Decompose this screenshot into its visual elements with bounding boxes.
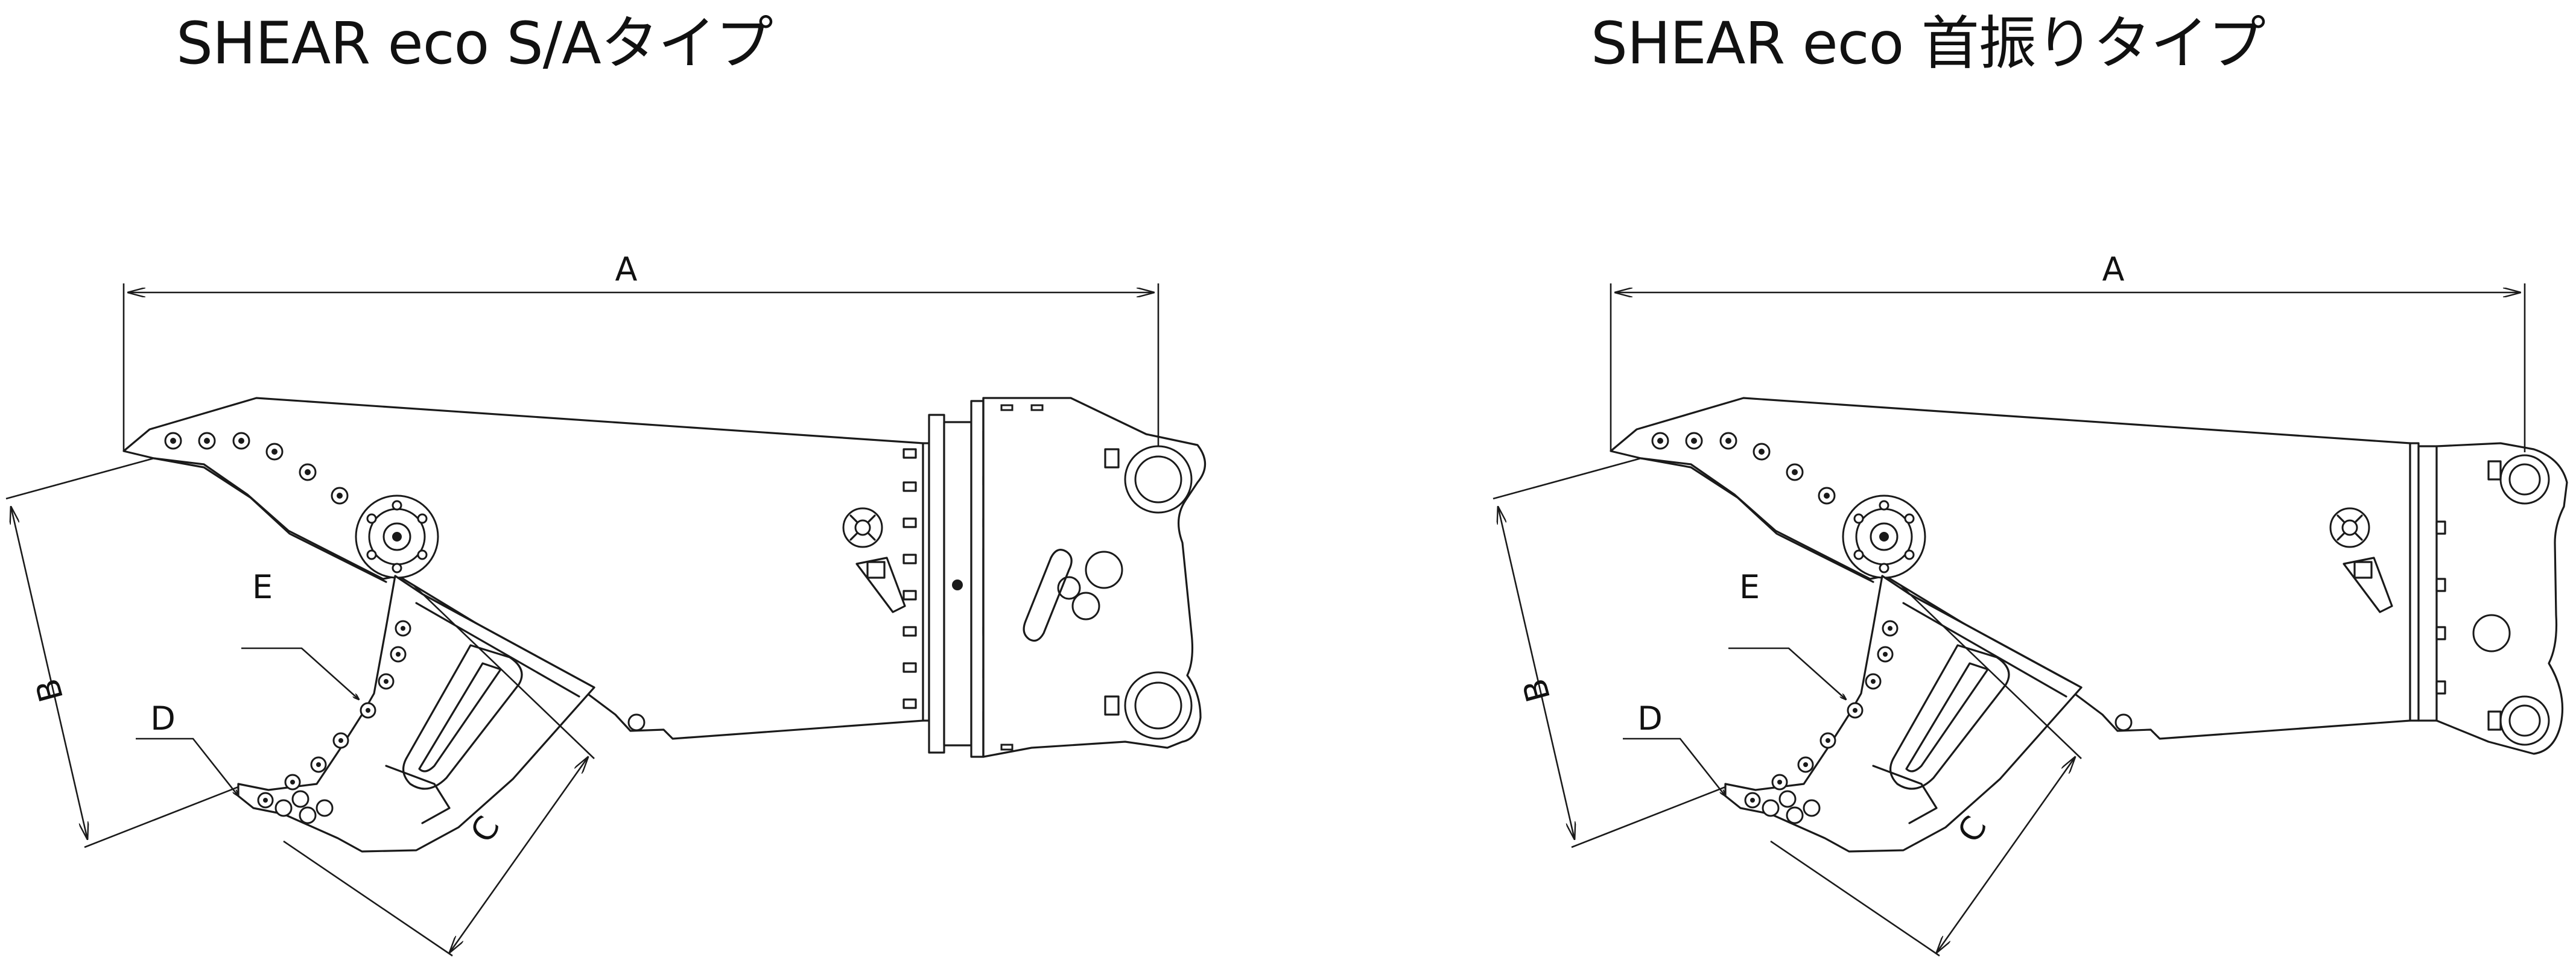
label-a-right: A [2102, 250, 2125, 288]
leader-e-right: E [1728, 568, 1846, 700]
drawing-swivel-type: A B C E D [1493, 250, 2568, 957]
title-swivel-type: SHEAR eco 首振りタイプ [1591, 10, 2266, 77]
leader-d: D [136, 700, 238, 796]
leader-e: E [241, 568, 359, 700]
label-a: A [615, 250, 638, 288]
label-b: B [28, 675, 71, 706]
bracket-plate [982, 397, 1206, 758]
dimension-a-right: A [1610, 250, 2526, 452]
label-b-right: B [1515, 675, 1558, 706]
label-e-right: E [1739, 568, 1760, 606]
fixed-bracket [2409, 442, 2568, 755]
label-d-right: D [1637, 700, 1663, 737]
dimension-b-right: B [1493, 457, 1726, 848]
label-e: E [252, 568, 273, 606]
dimension-a: A [122, 250, 1160, 451]
title-sa-type: SHEAR eco S/Aタイプ [176, 10, 773, 77]
drawing-sa-type: A B C E D [5, 250, 1206, 957]
label-d: D [150, 700, 176, 737]
leader-d-right: D [1623, 700, 1725, 796]
dimension-b: B [5, 457, 239, 848]
